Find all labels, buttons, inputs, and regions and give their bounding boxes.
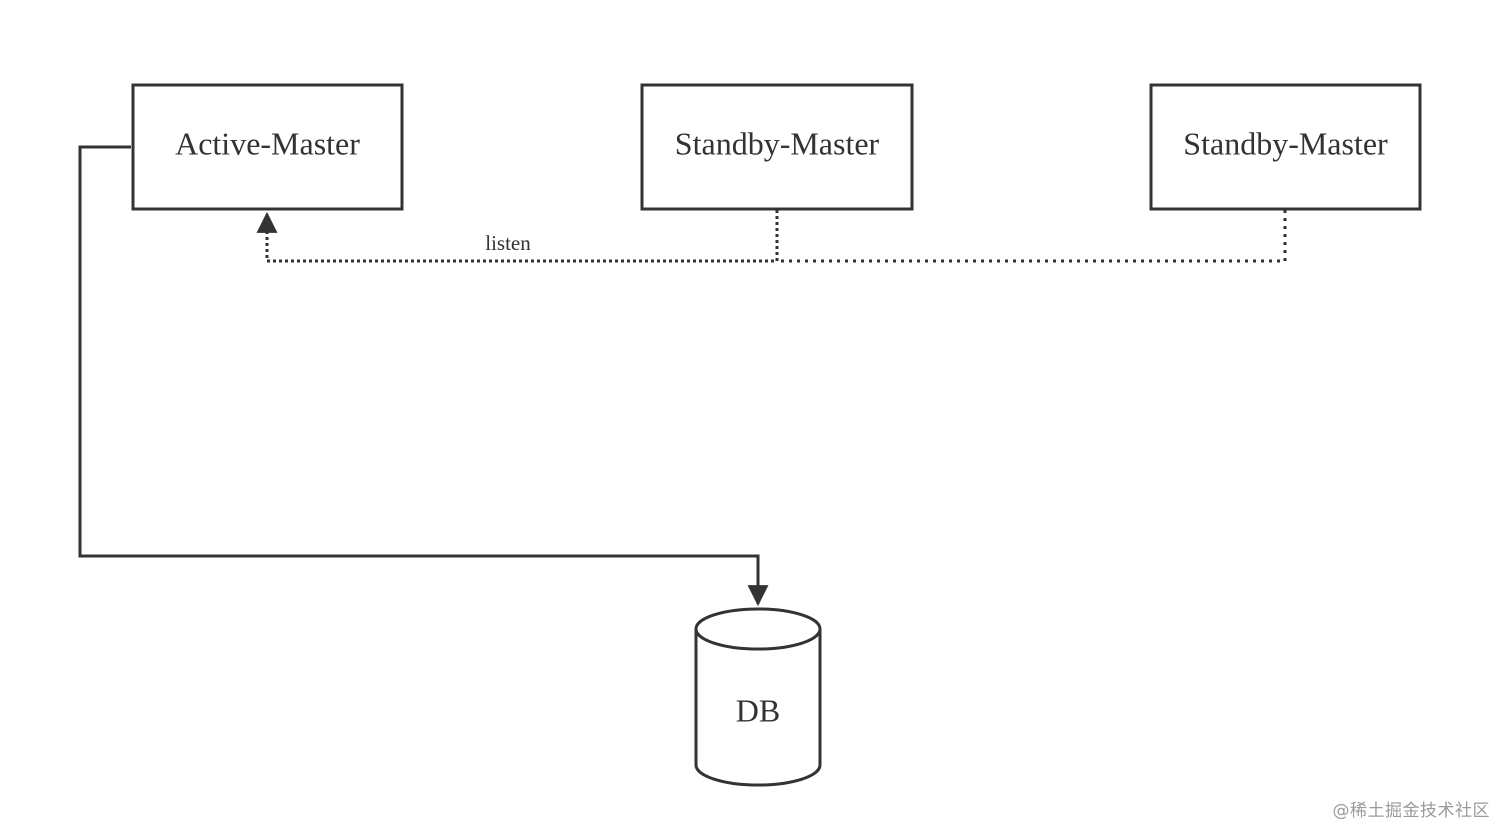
standby-master-node-2[interactable]: Standby-Master [1149, 83, 1422, 211]
standby-master-label-1: Standby-Master [675, 125, 880, 161]
listen-edge-standby1-to-active [256, 210, 779, 263]
standby-master-node-1[interactable]: Standby-Master [640, 83, 914, 211]
db-node[interactable]: DB [694, 607, 822, 787]
standby-master-box-2 [1149, 83, 1422, 211]
standby-master-label-2: Standby-Master [1183, 125, 1388, 161]
active-master-node[interactable]: Active-Master [131, 83, 404, 211]
db-label: DB [736, 692, 780, 728]
listen-edge-standby2 [777, 210, 1287, 263]
watermark-text: @稀土掘金技术社区 [1332, 801, 1490, 821]
active-to-db-edge [78, 145, 769, 607]
listen-edge-label: listen [485, 231, 531, 255]
standby-master-box-1 [640, 83, 914, 211]
active-master-box [131, 83, 404, 211]
db-cylinder-body [694, 629, 822, 787]
db-cylinder-top [694, 607, 822, 651]
active-master-label: Active-Master [175, 125, 360, 161]
